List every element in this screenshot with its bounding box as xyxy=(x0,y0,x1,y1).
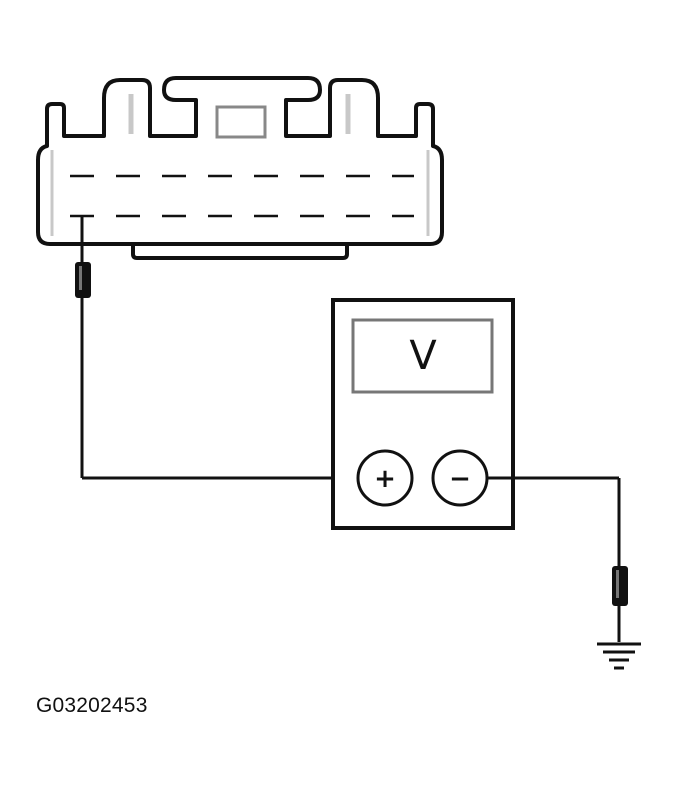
test-probe-icon xyxy=(75,262,91,298)
connector-latch-window xyxy=(215,105,267,139)
ground-symbol-icon xyxy=(597,642,641,670)
connector-body xyxy=(36,76,444,246)
positive-test-lead xyxy=(75,216,358,480)
negative-terminal-label: − xyxy=(449,464,471,494)
positive-terminal-label: + xyxy=(374,464,396,494)
positive-terminal xyxy=(356,449,414,507)
ground-probe-icon xyxy=(612,566,628,606)
voltmeter-icon: V + − xyxy=(331,298,515,530)
meter-display-letter: V xyxy=(409,333,437,379)
electrical-connector-icon xyxy=(36,76,444,260)
figure-id: G03202453 xyxy=(36,694,148,717)
meter-display xyxy=(351,318,494,394)
negative-test-lead xyxy=(487,476,628,642)
